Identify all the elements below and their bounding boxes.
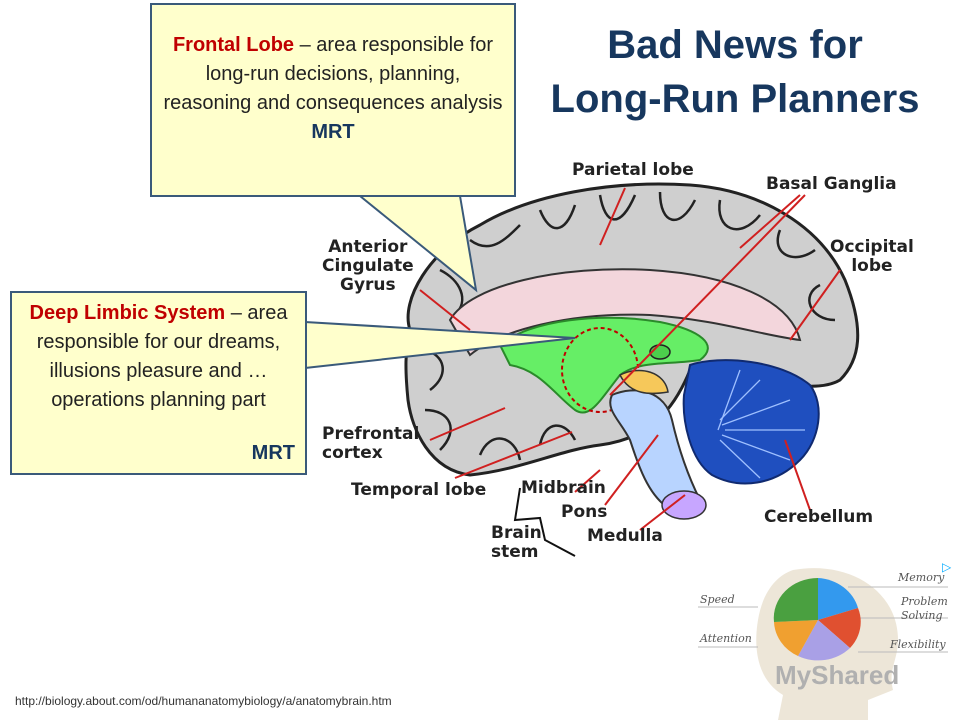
ad-choices-icon[interactable]: ▷ [942,560,952,574]
title-line-1: Bad News for [607,23,863,67]
brain-stem-bracket [513,487,576,557]
ad-label-flexibility: Flexibility [890,638,946,651]
label-anterior-line1: Anterior [328,237,408,257]
pointer-lines [419,187,841,531]
label-occipital-line2: lobe [851,256,893,276]
ad-banner[interactable]: Memory Speed Problem Solving Attention F… [698,560,960,720]
limbic-system-callout: Deep Limbic System – area responsible fo… [10,291,307,475]
label-parietal-lobe: Parietal lobe [572,160,694,180]
label-medulla: Medulla [587,526,663,546]
ad-label-memory: Memory [898,571,945,584]
frontal-mrt: MRT [311,121,355,143]
title-line-2: Long-Run Planners [550,77,920,121]
label-cerebellum: Cerebellum [764,507,874,527]
label-occipital-lobe: Occipital lobe [830,238,914,276]
label-basal-ganglia: Basal Ganglia [766,174,897,194]
ad-label-problem-2: Solving [901,609,943,622]
limbic-text: – area responsible for our dreams, illus… [36,302,288,411]
frontal-text: – area responsible for long-run decision… [163,34,503,114]
myshared-watermark: MyShared [775,660,900,690]
cerebellum-shape [682,359,820,485]
ad-label-attention: Attention [700,632,752,645]
ad-head-pie-graphic [698,568,948,720]
label-temporal-lobe: Temporal lobe [351,480,487,500]
label-prefrontal-line2: cortex [322,443,383,463]
medulla-shape [661,490,707,520]
arbor-vitae [717,369,805,479]
ad-label-problem-1: Problem [901,595,948,608]
limbic-mrt: MRT [251,442,295,464]
page-title: Bad News for Long-Run Planners [520,18,950,126]
ad-label-speed: Speed [700,593,735,606]
label-brain-stem-line1: Brain [491,523,542,543]
label-anterior-line3: Gyrus [340,275,396,295]
label-prefrontal-cortex: Prefrontal cortex [322,425,419,463]
label-pons: Pons [561,502,608,522]
label-occipital-line1: Occipital [830,237,914,257]
label-midbrain: Midbrain [521,478,606,498]
source-url[interactable]: http://biology.about.com/od/humananatomy… [15,694,392,708]
frontal-lobe-callout: Frontal Lobe – area responsible for long… [150,3,516,197]
label-anterior-cingulate-gyrus: Anterior Cingulate Gyrus [322,238,414,295]
label-brain-stem-line2: stem [491,542,539,562]
limbic-heading: Deep Limbic System [29,302,226,324]
ad-pie [773,577,861,661]
midbrain [618,369,669,395]
label-prefrontal-line1: Prefrontal [322,424,420,444]
frontal-heading: Frontal Lobe [172,34,295,56]
label-anterior-line2: Cingulate [322,256,414,276]
label-brain-stem: Brain stem [491,524,542,562]
